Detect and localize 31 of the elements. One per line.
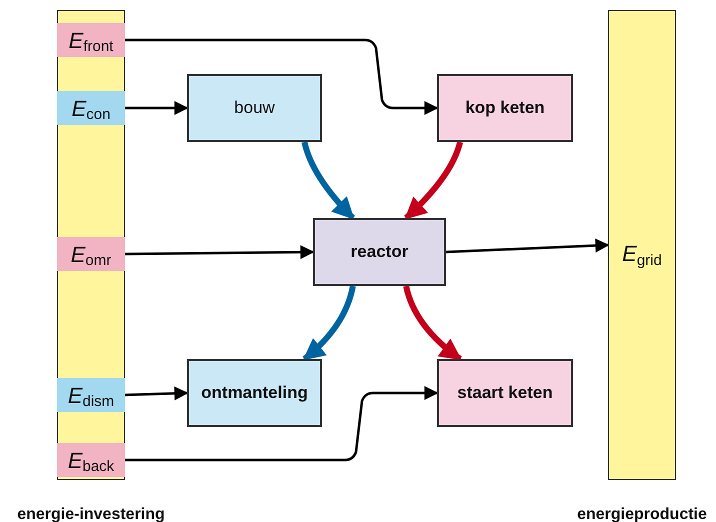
energy-term	[57, 378, 125, 412]
energy-term	[57, 91, 125, 125]
energy-label: E$_{back}$	[68, 446, 114, 476]
reactor-box	[313, 218, 446, 286]
arrow	[124, 245, 314, 260]
arrow	[302, 141, 356, 220]
arrow	[403, 285, 462, 362]
process-label: reactor	[350, 241, 408, 264]
process-box	[187, 359, 322, 427]
arrow	[446, 238, 610, 254]
process-label: ontmanteling	[201, 382, 308, 404]
process-label: bouw	[234, 97, 275, 120]
process-box	[187, 74, 322, 142]
energy-label: E$_{grid}$	[622, 240, 662, 270]
energy-label: E$_{con}$	[72, 94, 110, 124]
energy-label: E$_{dism}$	[68, 382, 114, 412]
process-label: kop keten	[465, 97, 545, 120]
energy-label: E$_{front}$	[68, 26, 114, 56]
arrow	[125, 386, 438, 462]
arrow	[125, 101, 188, 115]
process-box	[437, 359, 573, 427]
energy-term	[57, 443, 125, 477]
arrow	[302, 285, 356, 362]
energy-label: E$_{omr}$	[70, 240, 112, 270]
arrow	[124, 386, 188, 400]
arrow	[125, 38, 438, 115]
arrow	[404, 141, 463, 220]
process-box	[437, 74, 573, 142]
energy-term	[57, 237, 125, 271]
energy-term	[57, 23, 125, 57]
process-label: staart keten	[457, 382, 553, 404]
